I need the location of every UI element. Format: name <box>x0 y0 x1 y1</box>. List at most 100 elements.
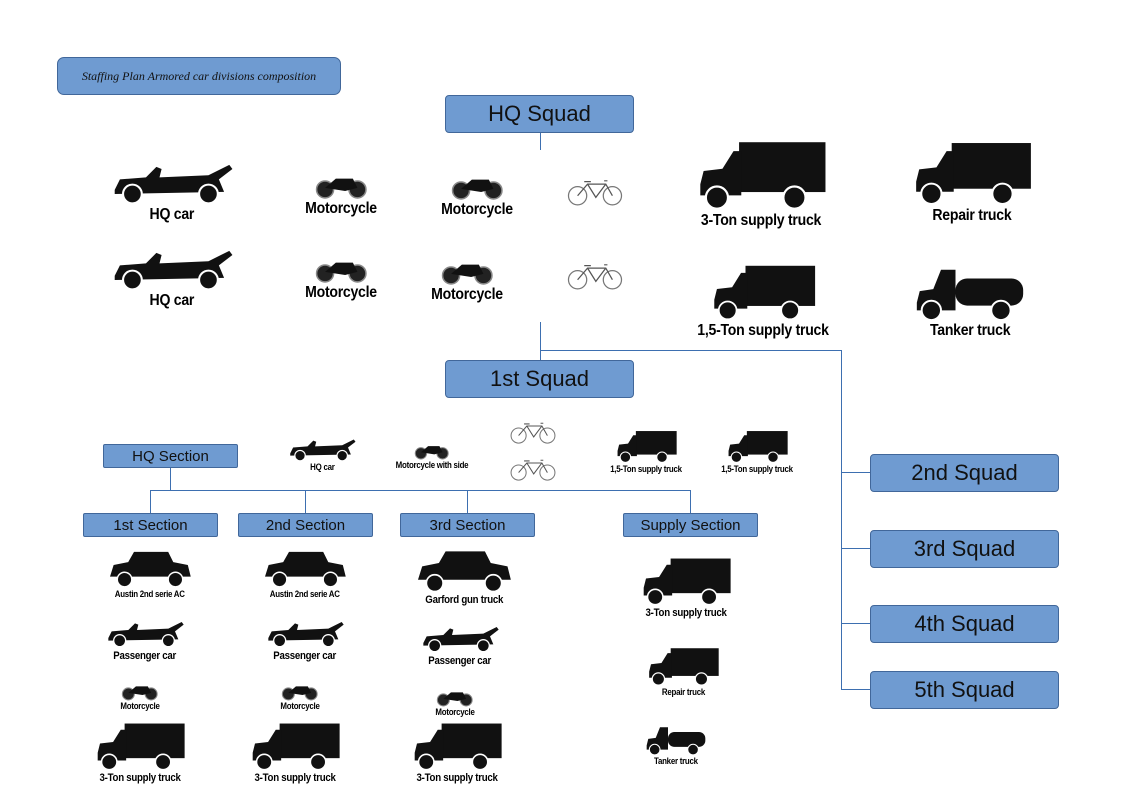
vehicle-1-5-ton-supply-truck: 1,5-Ton supply truck <box>605 430 686 474</box>
vehicle-garford-gun-truck: Garford gun truck <box>410 548 518 606</box>
vehicle-label: 3-Ton supply truck <box>254 772 336 784</box>
truck-icon <box>245 722 345 772</box>
truck-icon <box>693 140 828 212</box>
vehicle-repair-truck: Repair truck <box>642 647 724 697</box>
car-icon <box>110 244 235 292</box>
vehicle-bicycle <box>566 176 624 208</box>
vehicle-label: 3-Ton supply truck <box>99 772 181 784</box>
bicycle-icon <box>509 456 557 483</box>
connector-line <box>150 490 690 491</box>
motorcycle-icon <box>436 688 474 707</box>
bicycle-icon <box>566 260 624 292</box>
connector-line <box>841 548 870 549</box>
first-section-box[interactable]: 1st Section <box>83 513 218 537</box>
car-icon <box>285 436 360 462</box>
motorcycle-icon <box>440 258 494 286</box>
vehicle-motorcycle: Motorcycle <box>278 682 323 711</box>
vehicle-motorcycle: Motorcycle <box>426 258 507 304</box>
motorcycle-icon <box>450 173 504 201</box>
third-squad-box[interactable]: 3rd Squad <box>870 530 1059 568</box>
supply-section-box[interactable]: Supply Section <box>623 513 758 537</box>
second-section-box[interactable]: 2nd Section <box>238 513 373 537</box>
vehicle-3-ton-supply-truck: 3-Ton supply truck <box>636 557 736 619</box>
connector-line <box>305 490 306 513</box>
connector-line <box>150 490 151 513</box>
car-icon <box>265 616 345 650</box>
motorcycle-icon <box>414 442 450 460</box>
connector-line <box>467 490 468 513</box>
vehicle-label: Repair truck <box>932 207 1012 224</box>
vehicle-passenger-car: Passenger car <box>265 616 345 662</box>
vehicle-tanker-truck: Tanker truck <box>638 724 714 766</box>
vehicle-label: Passenger car <box>113 650 177 662</box>
vehicle-passenger-car: Passenger car <box>105 616 185 662</box>
vehicle-3-ton-supply-truck: 3-Ton supply truck <box>407 722 507 784</box>
vehicle-bicycle <box>566 260 624 292</box>
vehicle-motorcycle: Motorcycle <box>433 688 478 717</box>
vehicle-label: Motorcycle <box>280 701 320 711</box>
truck-icon <box>718 430 796 464</box>
vehicle-label: Motorcycle <box>431 286 503 303</box>
truck-icon <box>906 141 1038 207</box>
car-icon <box>110 158 235 206</box>
connector-line <box>690 490 691 513</box>
connector-line <box>841 623 870 624</box>
vehicle-bicycle <box>509 456 557 483</box>
vehicle-label: Passenger car <box>428 655 492 667</box>
connector-line <box>841 689 870 690</box>
vehicle-label: Passenger car <box>273 650 337 662</box>
car-icon <box>105 616 185 650</box>
first-squad-box[interactable]: 1st Squad <box>445 360 634 398</box>
truck-icon <box>90 722 190 772</box>
vehicle-label: 1,5-Ton supply truck <box>721 464 793 474</box>
truck-icon <box>407 722 507 772</box>
vehicle-label: 3-Ton supply truck <box>416 772 498 784</box>
vehicle-passenger-car: Passenger car <box>420 621 500 667</box>
vehicle-label: Austin 2nd serie AC <box>115 589 185 599</box>
vehicle-1-5-ton-supply-truck: 1,5-Ton supply truck <box>716 430 797 474</box>
vehicle-motorcycle: Motorcycle <box>118 682 163 711</box>
fifth-squad-box[interactable]: 5th Squad <box>870 671 1059 709</box>
vehicle-label: Garford gun truck <box>425 594 503 606</box>
vehicle-label: 1,5-Ton supply truck <box>610 464 682 474</box>
motorcycle-icon <box>121 682 159 701</box>
vehicle-3-ton-supply-truck: 3-Ton supply truck <box>693 140 830 230</box>
third-section-box[interactable]: 3rd Section <box>400 513 535 537</box>
vehicle-hq-car: HQ car <box>110 158 235 224</box>
vehicle-label: 3-Ton supply truck <box>700 212 822 229</box>
vehicle-label: Motorcycle <box>305 200 377 217</box>
vehicle-label: Motorcycle <box>441 201 513 218</box>
vehicle-repair-truck: Repair truck <box>906 141 1038 225</box>
fourth-squad-box[interactable]: 4th Squad <box>870 605 1059 643</box>
hq-section-box[interactable]: HQ Section <box>103 444 238 468</box>
vehicle-3-ton-supply-truck: 3-Ton supply truck <box>245 722 345 784</box>
vehicle-label: Tanker truck <box>654 756 698 766</box>
connector-line <box>540 322 541 360</box>
vehicle-bicycle <box>509 419 557 446</box>
second-squad-box[interactable]: 2nd Squad <box>870 454 1059 492</box>
connector-line <box>841 472 870 473</box>
tanker-truck-icon <box>908 264 1033 322</box>
motorcycle-icon <box>314 256 368 284</box>
vehicle-label: HQ car <box>149 206 195 223</box>
vehicle-label: Austin 2nd serie AC <box>270 589 340 599</box>
vehicle-label: Repair truck <box>661 687 705 697</box>
vehicle-label: HQ car <box>149 292 195 309</box>
vehicle-label: Motorcycle <box>435 707 475 717</box>
vehicle-label: 3-Ton supply truck <box>645 607 727 619</box>
vehicle-label: HQ car <box>309 462 335 472</box>
hq-squad-box[interactable]: HQ Squad <box>445 95 634 133</box>
truck-icon <box>642 647 724 687</box>
vehicle-label: Motorcycle <box>120 701 160 711</box>
connector-line <box>540 132 541 150</box>
tanker-truck-icon <box>638 724 714 756</box>
motorcycle-icon <box>281 682 319 701</box>
vehicle-motorcycle: Motorcycle <box>300 256 381 302</box>
connector-line <box>841 350 842 690</box>
vehicle-3-ton-supply-truck: 3-Ton supply truck <box>90 722 190 784</box>
vehicle-label: 1,5-Ton supply truck <box>697 322 829 339</box>
connector-line <box>540 350 841 351</box>
vehicle-motorcycle: Motorcycle <box>436 173 517 219</box>
vehicle-label: Tanker truck <box>929 322 1011 339</box>
armored-car-icon <box>105 549 195 589</box>
